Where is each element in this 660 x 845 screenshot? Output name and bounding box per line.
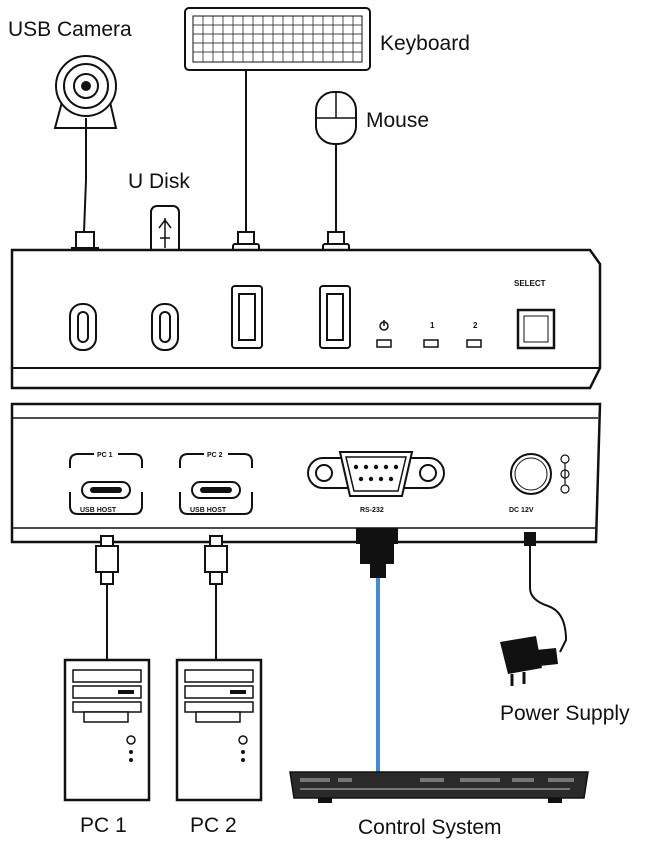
control-system-icon — [289, 771, 589, 803]
pc1-label: PC 1 — [80, 814, 127, 837]
power-cable — [529, 546, 568, 653]
back-panel: PC 1 USB HOST PC 2 USB HOST RS-232 — [10, 402, 602, 544]
usb-host-1-label: USB HOST — [80, 507, 117, 514]
mouse-icon — [315, 91, 357, 145]
keyboard-label: Keyboard — [380, 32, 470, 55]
led-2 — [466, 339, 482, 348]
pc2-port-label: PC 2 — [207, 452, 223, 459]
db9-plug-icon — [356, 528, 398, 578]
led-1-label: 1 — [430, 321, 435, 330]
led-2-label: 2 — [473, 321, 478, 330]
power-led — [376, 339, 392, 348]
usb-camera-label: USB Camera — [8, 18, 132, 41]
control-system-label: Control System — [358, 816, 502, 839]
usb-camera-icon — [53, 55, 118, 132]
pc1-tower-icon — [63, 658, 151, 802]
keyboard-icon — [184, 7, 371, 71]
rs232-label: RS-232 — [360, 507, 384, 514]
usb-c-plug-icon — [204, 535, 228, 585]
pc1-port-label: PC 1 — [97, 452, 113, 459]
camera-cable — [83, 132, 87, 233]
polarity-icon — [560, 454, 570, 494]
select-label: SELECT — [514, 279, 546, 288]
mouse-label: Mouse — [366, 109, 429, 132]
usb-host-2-label: USB HOST — [190, 507, 227, 514]
power-adapter-icon — [500, 636, 558, 686]
rs232-port — [307, 451, 445, 497]
power-supply-label: Power Supply — [500, 702, 630, 725]
pc2-label: PC 2 — [190, 814, 237, 837]
u-disk-label: U Disk — [128, 170, 190, 193]
dc-label: DC 12V — [509, 507, 534, 514]
led-1 — [423, 339, 439, 348]
dc-plug-icon — [524, 532, 536, 546]
power-icon — [379, 320, 389, 331]
pc2-tower-icon — [175, 658, 263, 802]
front-panel: 1 2 SELECT — [10, 248, 602, 390]
